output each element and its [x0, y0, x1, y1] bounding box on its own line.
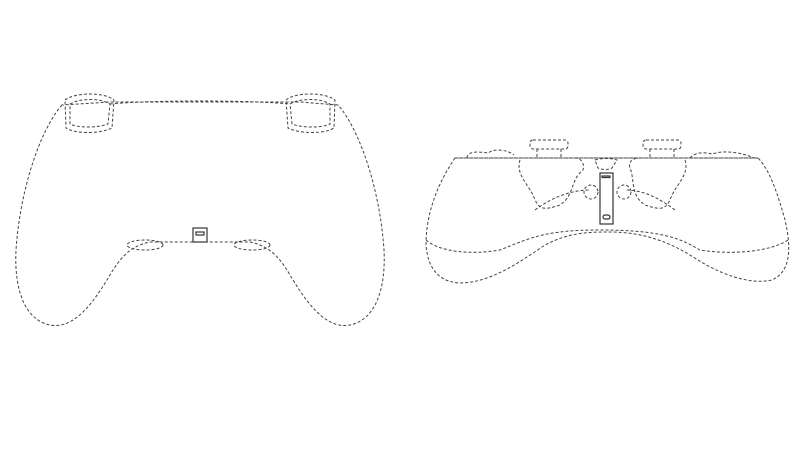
right-grip-line	[624, 189, 676, 211]
right-stick	[616, 184, 632, 200]
left-trigger-bumps	[466, 149, 515, 159]
controller-front-view	[425, 139, 790, 284]
left-shoulder-button	[529, 139, 569, 150]
right-shoulder-button	[642, 139, 682, 150]
rear-port-slot	[195, 231, 205, 236]
left-grip-line	[534, 189, 591, 211]
left-grip-bump	[126, 239, 164, 251]
controller-rear-view	[15, 93, 385, 326]
front-body-outline	[425, 157, 790, 284]
right-trigger	[285, 93, 336, 133]
right-stick-housing	[629, 157, 687, 209]
front-accessory-clip	[599, 172, 614, 225]
rear-body-outline	[15, 101, 385, 326]
touchpad-top	[594, 158, 618, 170]
clip-bottom-slot	[602, 214, 611, 220]
left-shoulder-stem	[536, 149, 562, 157]
right-shoulder-stem	[649, 149, 675, 157]
left-stick	[583, 184, 599, 200]
right-grip-bump	[233, 239, 271, 251]
rear-port-accessory	[192, 227, 208, 243]
left-trigger	[64, 93, 115, 133]
right-trigger-inner	[289, 99, 331, 128]
rear-top-edge	[109, 100, 291, 105]
clip-top-slot	[601, 175, 611, 179]
left-trigger-inner	[69, 99, 111, 128]
right-trigger-bumps	[689, 151, 755, 159]
left-stick-housing	[518, 157, 584, 209]
front-lower-shell	[425, 229, 789, 253]
